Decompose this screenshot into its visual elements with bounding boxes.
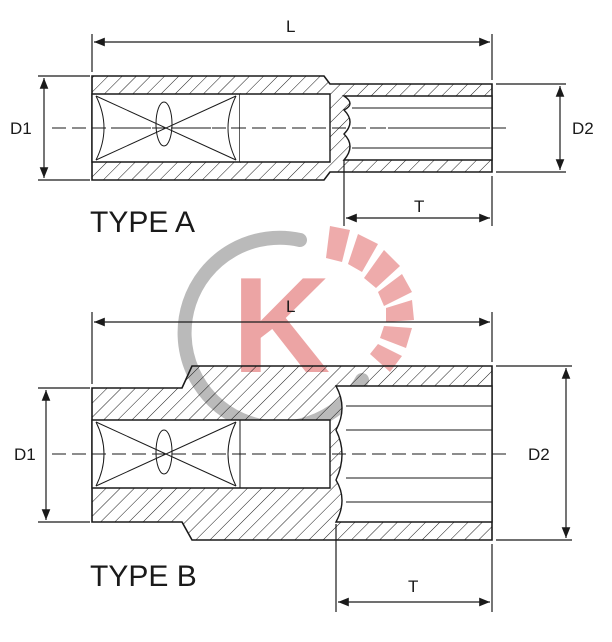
type-b-dimensions <box>38 312 572 612</box>
type-b-dim-T: T <box>408 577 418 596</box>
type-b-dim-L: L <box>286 297 295 316</box>
type-a-dim-D2: D2 <box>572 119 594 138</box>
type-b-detent-ball-icon <box>155 429 173 475</box>
type-a-title: TYPE A <box>90 206 195 239</box>
type-b-drawing <box>52 365 510 541</box>
type-b-title: TYPE B <box>90 560 197 593</box>
type-a-dimensions <box>38 34 566 226</box>
type-b-dim-D2: D2 <box>528 445 550 464</box>
type-a-drawing <box>52 75 510 181</box>
type-b-dim-D1: D1 <box>14 445 36 464</box>
type-a-detent-ball-icon <box>155 101 173 147</box>
type-a-dim-T: T <box>414 197 424 216</box>
type-a-dim-D1: D1 <box>10 119 32 138</box>
type-a-dim-L: L <box>286 17 295 36</box>
logo-red-rays-icon <box>326 226 414 372</box>
